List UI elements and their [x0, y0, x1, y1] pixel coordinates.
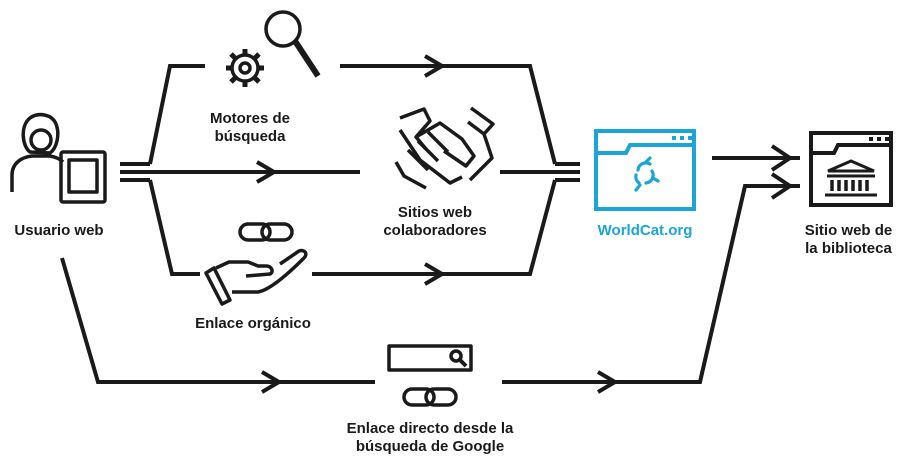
label-google-link: Enlace directo desde la búsqueda de Goog…	[320, 420, 540, 456]
partner-sites-label-line1: Sitios web	[397, 204, 473, 221]
label-partner-sites: Sitios web colaboradores	[370, 204, 500, 240]
arrow-head	[596, 370, 619, 394]
arrow-head	[255, 160, 278, 184]
gear-search-icon	[226, 10, 321, 87]
handshake-icon	[394, 106, 495, 190]
path-partner-sites	[150, 160, 555, 184]
label-library-site: Sitio web de la biblioteca	[790, 222, 907, 258]
library-site-label-line1: Sitio web de	[804, 222, 893, 239]
google-link-label-line2: búsqueda de Google	[355, 438, 505, 455]
partner-sites-label-line2: colaboradores	[383, 222, 487, 239]
arrow-head	[770, 172, 794, 200]
user-triple-line	[120, 162, 150, 182]
hand-link-icon	[204, 222, 308, 306]
google-link-label-line1: Enlace directo desde la	[346, 420, 514, 437]
arrow-head	[423, 54, 446, 78]
label-user: Usuario web	[0, 222, 118, 240]
library-site-label-line2: la biblioteca	[805, 240, 892, 257]
label-organic-link: Enlace orgánico	[178, 315, 328, 333]
label-search-engines: Motores de búsqueda	[185, 110, 315, 146]
worldcat-label: WorldCat.org	[597, 222, 693, 239]
path-google	[60, 172, 800, 394]
path-organic-link	[148, 179, 557, 286]
user-with-tablet-icon	[10, 112, 107, 204]
arrow-head	[260, 370, 283, 394]
label-worldcat: WorldCat.org	[578, 222, 712, 240]
user-label: Usuario web	[14, 222, 104, 239]
arrow-head	[423, 262, 446, 286]
arrow-head	[770, 144, 794, 172]
search-bar-link-icon	[387, 344, 473, 407]
organic-link-label: Enlace orgánico	[195, 315, 311, 332]
path-search-engines	[148, 54, 557, 165]
path-worldcat-to-library	[712, 144, 800, 172]
search-engines-label-line1: Motores de	[209, 110, 290, 127]
search-engines-label-line2: búsqueda	[214, 128, 286, 145]
library-browser-icon	[809, 131, 893, 207]
worldcat-triple-line	[555, 162, 580, 182]
worldcat-browser-icon	[594, 129, 696, 211]
